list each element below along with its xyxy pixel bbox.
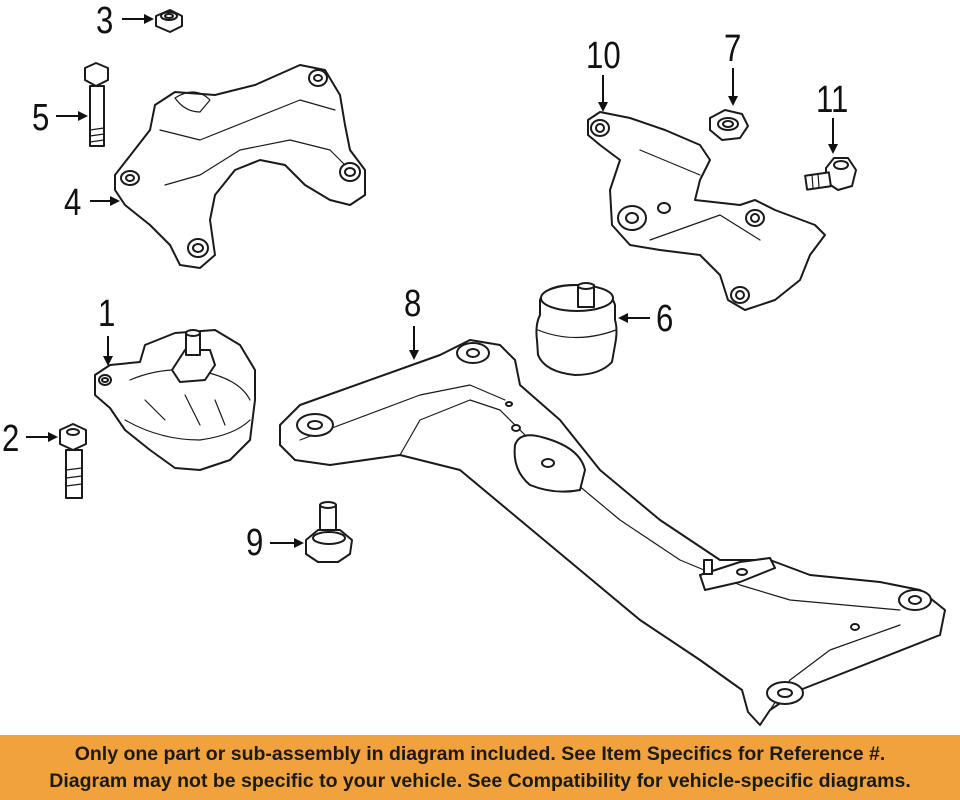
callout-7: 7 xyxy=(724,28,742,70)
part-9-bolt xyxy=(305,501,353,563)
part-2-bolt xyxy=(59,423,87,499)
arrow-11 xyxy=(828,118,838,154)
callout-4: 4 xyxy=(64,182,82,224)
callout-2: 2 xyxy=(2,418,20,460)
part-8-crossmember xyxy=(279,339,946,726)
arrow-10 xyxy=(598,75,608,112)
disclaimer-line-2: Diagram may not be specific to your vehi… xyxy=(49,770,911,792)
disclaimer-line-1: Only one part or sub-assembly in diagram… xyxy=(74,743,886,765)
parts-diagram xyxy=(26,9,946,726)
arrow-6 xyxy=(618,313,650,323)
callout-9: 9 xyxy=(246,522,264,564)
part-5-bolt xyxy=(84,62,109,147)
arrow-2 xyxy=(26,432,58,442)
callout-1: 1 xyxy=(98,293,116,335)
part-3-nut xyxy=(155,9,183,33)
part-6-rubber-mount xyxy=(535,282,618,376)
callout-10: 10 xyxy=(586,35,621,77)
part-1-engine-mount xyxy=(94,329,256,471)
arrow-3 xyxy=(122,14,154,24)
callout-11: 11 xyxy=(816,79,849,121)
part-10-bracket xyxy=(587,111,826,311)
arrow-8 xyxy=(409,326,419,360)
arrow-4 xyxy=(90,196,120,206)
callout-3: 3 xyxy=(96,0,114,42)
callout-8: 8 xyxy=(404,283,422,325)
part-11-bolt xyxy=(804,157,857,191)
arrow-5 xyxy=(56,111,88,121)
arrow-1 xyxy=(103,336,113,366)
callout-6: 6 xyxy=(656,298,674,340)
arrow-7 xyxy=(728,68,738,106)
disclaimer-banner: Only one part or sub-assembly in diagram… xyxy=(0,735,960,800)
part-7-nut xyxy=(709,109,749,141)
callout-5: 5 xyxy=(32,97,50,139)
part-4-bracket xyxy=(114,64,366,269)
arrow-9 xyxy=(270,538,304,548)
